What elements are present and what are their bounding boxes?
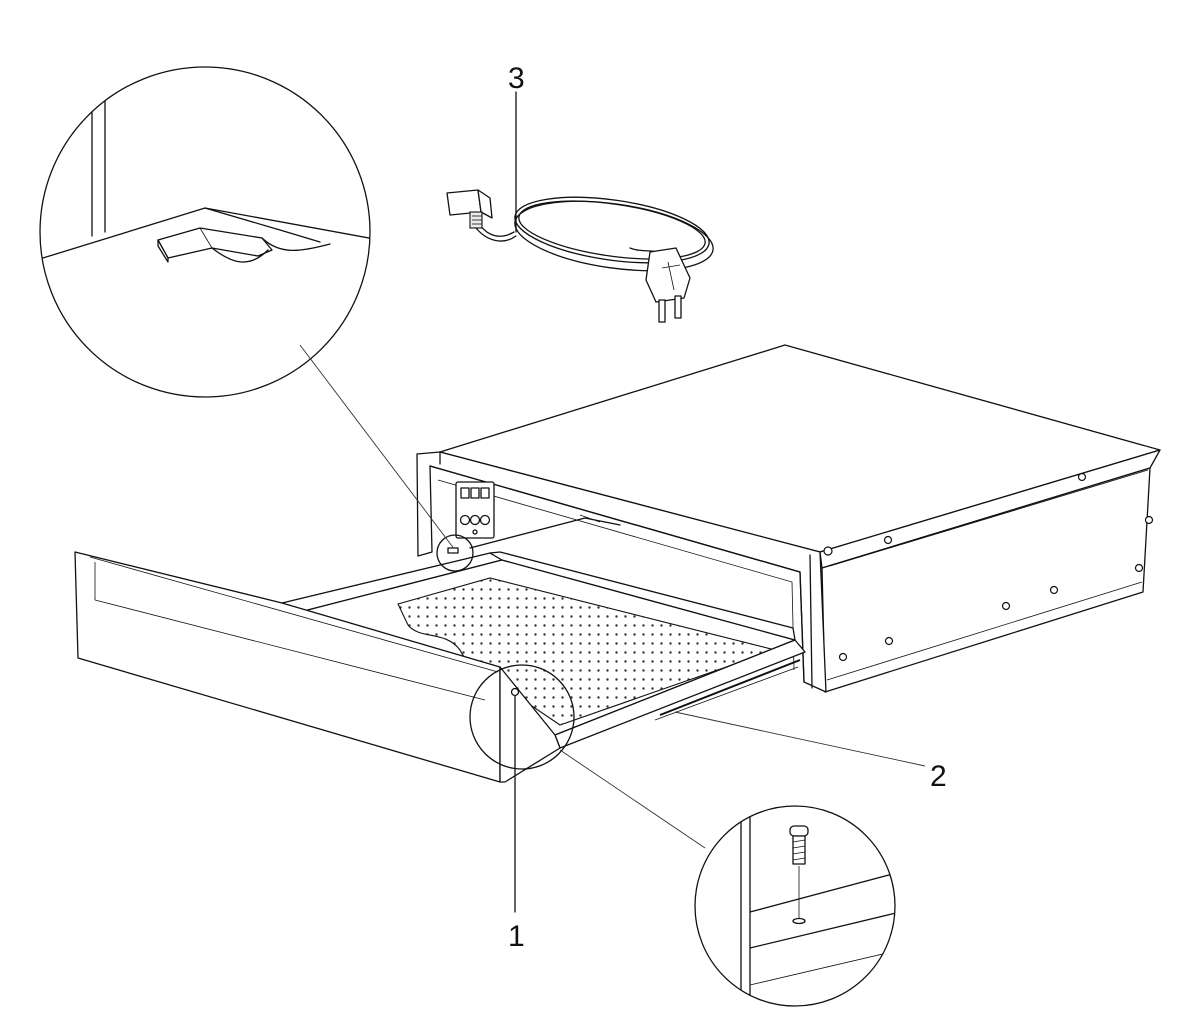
- callout-3: 3: [508, 62, 525, 233]
- callout-1: 1: [508, 734, 525, 953]
- callout-2: 2: [674, 711, 947, 793]
- screw-icon: [789, 825, 809, 925]
- rail-clip-icon: [40, 67, 370, 263]
- callout-label-3: 3: [508, 62, 525, 95]
- power-cord-icon: [446, 189, 714, 323]
- detail-screw: [694, 805, 896, 1007]
- callout-label-1: 1: [508, 920, 525, 953]
- drawer-unit-icon: [416, 344, 1161, 693]
- drawer: [74, 551, 806, 783]
- detail-clip: [39, 66, 371, 398]
- callout-label-2: 2: [930, 760, 947, 793]
